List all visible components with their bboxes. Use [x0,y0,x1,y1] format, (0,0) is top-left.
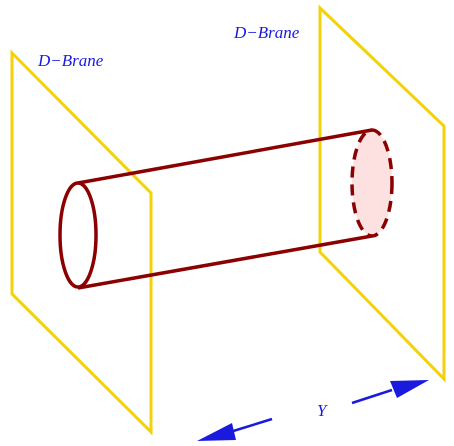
right-brane-label: D−Brane [233,23,300,42]
right-d-brane [318,4,446,383]
separation-label: Y [317,401,328,420]
separation-arrow-right [351,380,429,405]
string-left-endcap [58,181,98,289]
string-bottom-edge [77,234,373,290]
string-right-endcap [352,130,392,236]
separation-arrow-left [197,417,273,441]
left-brane-label: D−Brane [37,51,104,70]
left-d-brane [10,49,153,436]
string-top-edge [77,128,373,185]
